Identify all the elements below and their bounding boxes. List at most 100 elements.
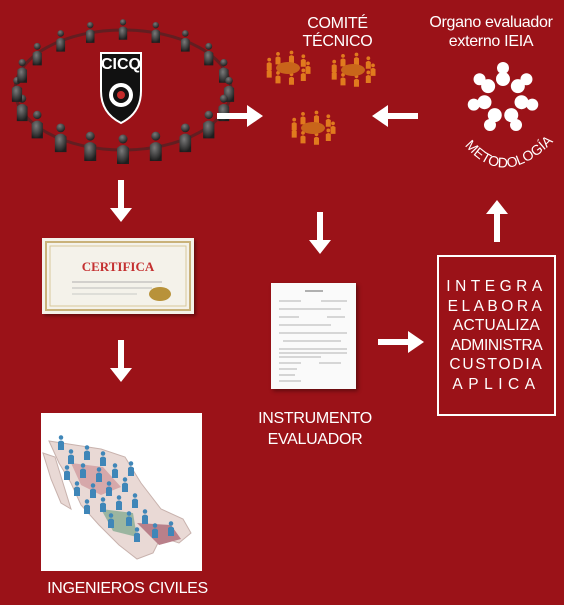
methodology-figure-head [467, 98, 480, 111]
member-figure [179, 123, 192, 153]
methodology-figure-head [497, 62, 509, 74]
committee-figure [365, 56, 371, 69]
member-figure [84, 131, 97, 161]
member-figure [180, 30, 190, 52]
engineer-figure [134, 527, 140, 542]
instrument-document-image [271, 283, 356, 389]
member-figure [117, 134, 129, 164]
committee-figure [340, 73, 346, 86]
member-figure [54, 123, 67, 153]
engineer-figure [128, 461, 134, 476]
arrow-down-to-instrument [309, 212, 331, 254]
committee-table [301, 122, 325, 134]
arrow-left-to-comite [372, 105, 418, 127]
engineer-figure [58, 435, 64, 450]
committee-figure [340, 53, 346, 67]
engineer-figure [112, 463, 118, 478]
instrumento-line-1: INSTRUMENTO [258, 410, 372, 427]
committee-table [276, 62, 300, 74]
committee-figure [331, 59, 337, 73]
arrow-right-to-functions [378, 331, 424, 353]
committee-figure [353, 74, 359, 87]
arrow-down-to-certificate [110, 180, 132, 222]
committee-figure [291, 117, 297, 131]
member-figure [151, 21, 160, 43]
methodology-figure-body [481, 79, 496, 94]
instrumento-line-2: EVALUADOR [267, 431, 363, 448]
arrow-up-to-organo [486, 200, 508, 242]
member-figure [32, 42, 42, 66]
engineer-figure [68, 449, 74, 464]
methodology-figure-body [496, 72, 510, 86]
arrow-down-to-engineers [110, 340, 132, 382]
member-figure [17, 59, 28, 83]
member-figure [31, 110, 43, 139]
committee-table [341, 64, 365, 76]
committee-figure [325, 114, 331, 127]
committee-figure [300, 68, 306, 81]
function-item-elabora: ELABORA [447, 297, 546, 315]
document-lines [279, 290, 347, 382]
methodology-figure-head [526, 98, 539, 111]
methodology-center [494, 89, 512, 107]
function-item-custodia: CUSTODIA [449, 356, 544, 373]
arrow-right-to-comite [217, 105, 263, 127]
committee-figure [313, 110, 319, 124]
comite-tecnico-groups [266, 50, 376, 145]
committee-figure [300, 131, 306, 144]
certificate-image: CERTIFICA [42, 238, 194, 314]
committee-figure [275, 51, 281, 65]
committee-figure [288, 72, 294, 85]
comite-tecnico-title: COMITÉ TÉCNICO [302, 15, 373, 50]
committee-figure [266, 57, 272, 71]
certificate-graphic: CERTIFICA [45, 241, 191, 311]
methodology-figure-body [514, 95, 529, 110]
member-figure [86, 21, 95, 43]
engineer-figure [152, 523, 158, 538]
engineer-figure [106, 481, 112, 496]
engineer-figure [126, 511, 132, 526]
committee-figure [300, 54, 306, 67]
committee-figure [275, 71, 281, 84]
functions-box: INTEGRA ELABORA ACTUALIZA ADMINISTRA CUS… [437, 255, 556, 416]
engineer-figure [84, 499, 90, 514]
engineer-figure [90, 483, 96, 498]
logo-text: CICQ [101, 56, 141, 73]
methodology-figure-body [487, 108, 502, 123]
committee-figure [330, 121, 336, 134]
engineer-figure [84, 445, 90, 460]
committee-figure [325, 128, 331, 141]
engineer-figure [142, 509, 148, 524]
member-figure [149, 131, 162, 161]
member-figure [203, 110, 215, 139]
engineers-map-image [41, 413, 202, 571]
committee-figure [288, 50, 294, 64]
engineer-figure [168, 521, 174, 536]
committee-figure [313, 132, 319, 145]
engineer-figure [108, 513, 114, 528]
engineer-figure [122, 477, 128, 492]
committee-figure [300, 111, 306, 125]
function-item-administra: ADMINISTRA [450, 336, 543, 354]
committee-figure [353, 52, 359, 66]
methodology-figure-head [510, 119, 523, 132]
engineer-figure [74, 481, 80, 496]
function-item-actualiza: ACTUALIZA [452, 317, 541, 334]
engineer-figure [80, 463, 86, 478]
technical-committee-figures [266, 50, 376, 145]
function-item-integra: INTEGRA [446, 278, 547, 295]
certificate-title: CERTIFICA [82, 259, 155, 274]
methodology-people-ring [467, 62, 539, 132]
member-figure [204, 42, 214, 66]
methodology-figure-body [477, 95, 492, 110]
methodology-figure-body [504, 108, 519, 123]
member-figure [118, 19, 128, 40]
methodology-figure-body [510, 79, 525, 94]
engineer-figures [58, 435, 174, 542]
cicq-logo: CICQ [100, 52, 142, 125]
committee-figure [305, 61, 311, 74]
member-figure [56, 30, 66, 52]
metodologia-arc-textpath: METODOLOGÍA [462, 132, 556, 171]
function-item-aplica: APLICA [452, 375, 541, 393]
metodologia-emblem: METODOLOGÍA [462, 62, 556, 171]
